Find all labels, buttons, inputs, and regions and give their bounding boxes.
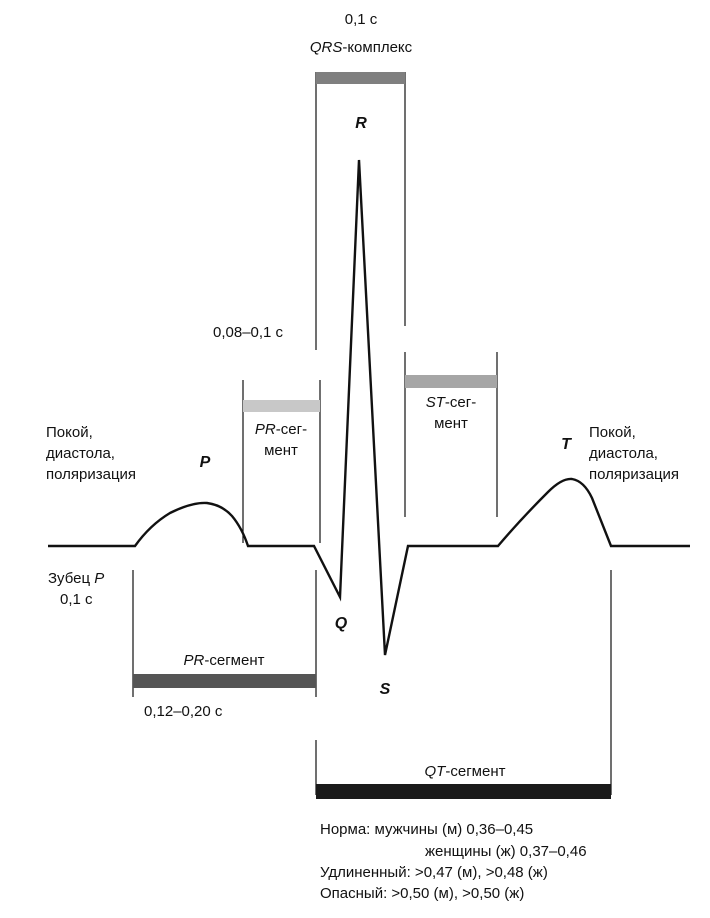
- pr-top-bar: [243, 400, 320, 412]
- pr-bottom-bar: [133, 674, 316, 688]
- wave-t-label: T: [561, 436, 572, 453]
- qt-dangerous: Опасный: >0,50 (м), >0,50 (ж): [320, 885, 524, 902]
- rest-right-line1: Покой,: [589, 424, 636, 441]
- qt-norm-women: женщины (ж) 0,37–0,46: [425, 843, 587, 860]
- qt-prolonged: Удлиненный: >0,47 (м), >0,48 (ж): [320, 864, 548, 881]
- rest-left-line2: диастола,: [46, 445, 115, 462]
- qt-bar: [316, 784, 611, 799]
- qrs-bar: [316, 72, 405, 84]
- st-bar: [405, 375, 497, 388]
- wave-p-label: P: [200, 454, 211, 471]
- qt-label: QT-сегмент: [425, 763, 506, 780]
- qrs-label: QRS-комплекс: [310, 39, 413, 56]
- pr-top-label-line2: мент: [264, 442, 298, 459]
- pr-bottom-label: PR-сегмент: [184, 652, 265, 669]
- rest-left-line1: Покой,: [46, 424, 93, 441]
- qrs-duration: 0,1 с: [345, 11, 378, 28]
- st-label: ST-сег-: [426, 394, 476, 411]
- rest-right-line3: поляризация: [589, 466, 679, 483]
- ecg-waveform: [48, 159, 690, 656]
- p-wave-label: Зубец P: [48, 570, 104, 587]
- qt-norm-men: Норма: мужчины (м) 0,36–0,45: [320, 821, 533, 838]
- wave-r-label: R: [355, 115, 367, 132]
- pr-bottom-duration: 0,12–0,20 с: [144, 703, 223, 720]
- wave-s-label: S: [380, 681, 391, 698]
- pr-top-label: PR-сег-: [255, 421, 307, 438]
- rest-right-line2: диастола,: [589, 445, 658, 462]
- st-label-line2: мент: [434, 415, 468, 432]
- rest-left-line3: поляризация: [46, 466, 136, 483]
- p-wave-duration: 0,1 с: [60, 591, 93, 608]
- wave-q-label: Q: [335, 615, 348, 632]
- qrs-interval-label: 0,08–0,1 с: [213, 324, 284, 341]
